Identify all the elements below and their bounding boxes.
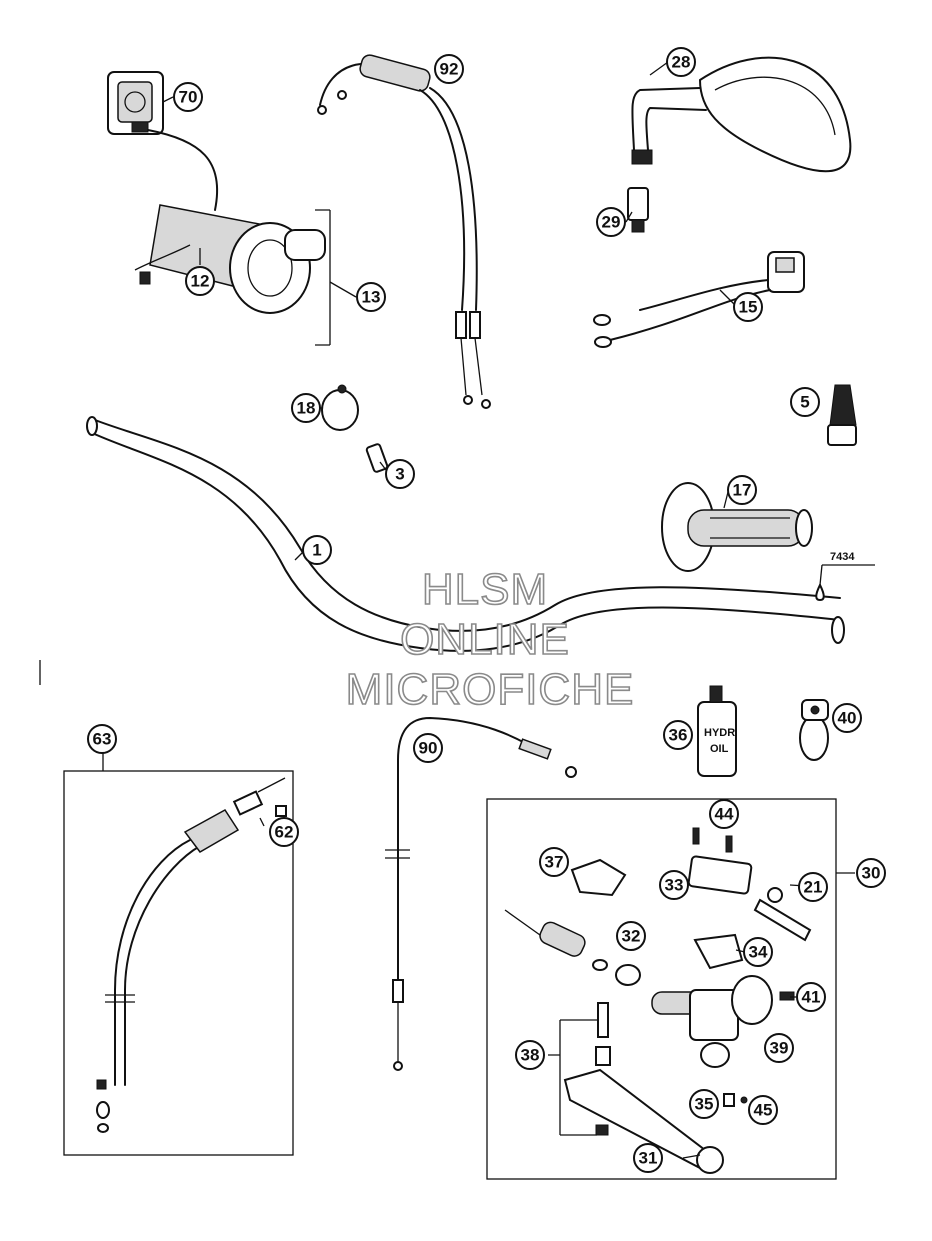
callout-18: 18 bbox=[291, 393, 321, 423]
svg-text:38: 38 bbox=[521, 1046, 540, 1065]
callout-40: 40 bbox=[832, 703, 862, 733]
svg-text:15: 15 bbox=[739, 298, 758, 317]
svg-text:5: 5 bbox=[800, 393, 809, 412]
svg-text:13: 13 bbox=[362, 288, 381, 307]
kill-switch bbox=[593, 251, 805, 348]
throttle-grip bbox=[134, 204, 331, 346]
handlebar bbox=[86, 416, 845, 652]
callout-31: 31 bbox=[633, 1143, 663, 1173]
callout-90: 90 bbox=[413, 733, 443, 763]
brake-master-cylinder-box bbox=[486, 798, 855, 1180]
hydraulic-label-line1: HYDR bbox=[704, 727, 735, 739]
svg-text:18: 18 bbox=[297, 399, 316, 418]
callout-28: 28 bbox=[666, 47, 696, 77]
watermark-line1: HLSM bbox=[422, 565, 548, 614]
clamp bbox=[799, 699, 829, 761]
svg-text:28: 28 bbox=[672, 53, 691, 72]
callout-70: 70 bbox=[173, 82, 203, 112]
callout-41: 41 bbox=[796, 982, 826, 1012]
svg-text:35: 35 bbox=[695, 1095, 714, 1114]
svg-text:37: 37 bbox=[545, 853, 564, 872]
mirror bbox=[631, 56, 852, 173]
svg-text:62: 62 bbox=[275, 823, 294, 842]
callout-13: 13 bbox=[356, 282, 386, 312]
grip-adhesive-tube bbox=[827, 384, 857, 446]
watermark-line3: MICROFICHE bbox=[346, 665, 635, 714]
callout-1: 1 bbox=[302, 535, 332, 565]
throttle-switch-housing bbox=[107, 71, 219, 211]
svg-text:33: 33 bbox=[665, 876, 684, 895]
svg-text:34: 34 bbox=[749, 943, 768, 962]
svg-text:41: 41 bbox=[802, 988, 821, 1007]
callout-92: 92 bbox=[434, 54, 464, 84]
svg-text:90: 90 bbox=[419, 739, 438, 758]
svg-text:3: 3 bbox=[395, 465, 404, 484]
callout-3: 3 bbox=[385, 459, 415, 489]
hand-cable bbox=[385, 717, 577, 1071]
callout-17: 17 bbox=[727, 475, 757, 505]
callout-45: 45 bbox=[748, 1095, 778, 1125]
svg-text:32: 32 bbox=[622, 927, 641, 946]
svg-text:21: 21 bbox=[804, 878, 823, 897]
callout-15: 15 bbox=[733, 292, 763, 322]
watermark-line2: ONLINE bbox=[400, 615, 570, 664]
callout-12: 12 bbox=[185, 266, 215, 296]
hydraulic-label-line2: OIL bbox=[710, 743, 729, 755]
callout-29: 29 bbox=[596, 207, 626, 237]
svg-text:92: 92 bbox=[440, 60, 459, 79]
callout-35: 35 bbox=[689, 1089, 719, 1119]
left-grip bbox=[661, 482, 813, 572]
svg-text:12: 12 bbox=[191, 272, 210, 291]
mirror-adapter bbox=[627, 187, 649, 233]
hot-start-cable-box bbox=[63, 752, 294, 1156]
svg-text:30: 30 bbox=[862, 864, 881, 883]
callout-32: 32 bbox=[616, 921, 646, 951]
svg-text:1: 1 bbox=[312, 541, 321, 560]
callout-36: 36 bbox=[663, 720, 693, 750]
svg-text:39: 39 bbox=[770, 1039, 789, 1058]
callout-39: 39 bbox=[764, 1033, 794, 1063]
cable-tie bbox=[321, 384, 359, 431]
watermark: HLSM ONLINE MICROFICHE bbox=[345, 564, 635, 715]
svg-text:40: 40 bbox=[838, 709, 857, 728]
svg-text:63: 63 bbox=[93, 730, 112, 749]
reference-marker: 7434 bbox=[815, 551, 875, 602]
callout-38: 38 bbox=[515, 1040, 545, 1070]
reference-code: 7434 bbox=[830, 551, 855, 563]
svg-text:70: 70 bbox=[179, 88, 198, 107]
callout-33: 33 bbox=[659, 870, 689, 900]
callout-63: 63 bbox=[87, 724, 117, 754]
callout-21: 21 bbox=[798, 872, 828, 902]
callout-37: 37 bbox=[539, 847, 569, 877]
svg-text:45: 45 bbox=[754, 1101, 773, 1120]
svg-text:17: 17 bbox=[733, 481, 752, 500]
leader-lines bbox=[162, 61, 807, 1159]
callout-44: 44 bbox=[709, 799, 739, 829]
callout-62: 62 bbox=[269, 817, 299, 847]
hydraulic-oil-bottle: HYDR OIL bbox=[697, 685, 737, 777]
callout-34: 34 bbox=[743, 937, 773, 967]
callout-5: 5 bbox=[790, 387, 820, 417]
callout-30: 30 bbox=[856, 858, 886, 888]
svg-text:31: 31 bbox=[639, 1149, 658, 1168]
svg-text:29: 29 bbox=[602, 213, 621, 232]
throttle-cables bbox=[317, 54, 491, 409]
svg-text:44: 44 bbox=[715, 805, 734, 824]
svg-text:36: 36 bbox=[669, 726, 688, 745]
